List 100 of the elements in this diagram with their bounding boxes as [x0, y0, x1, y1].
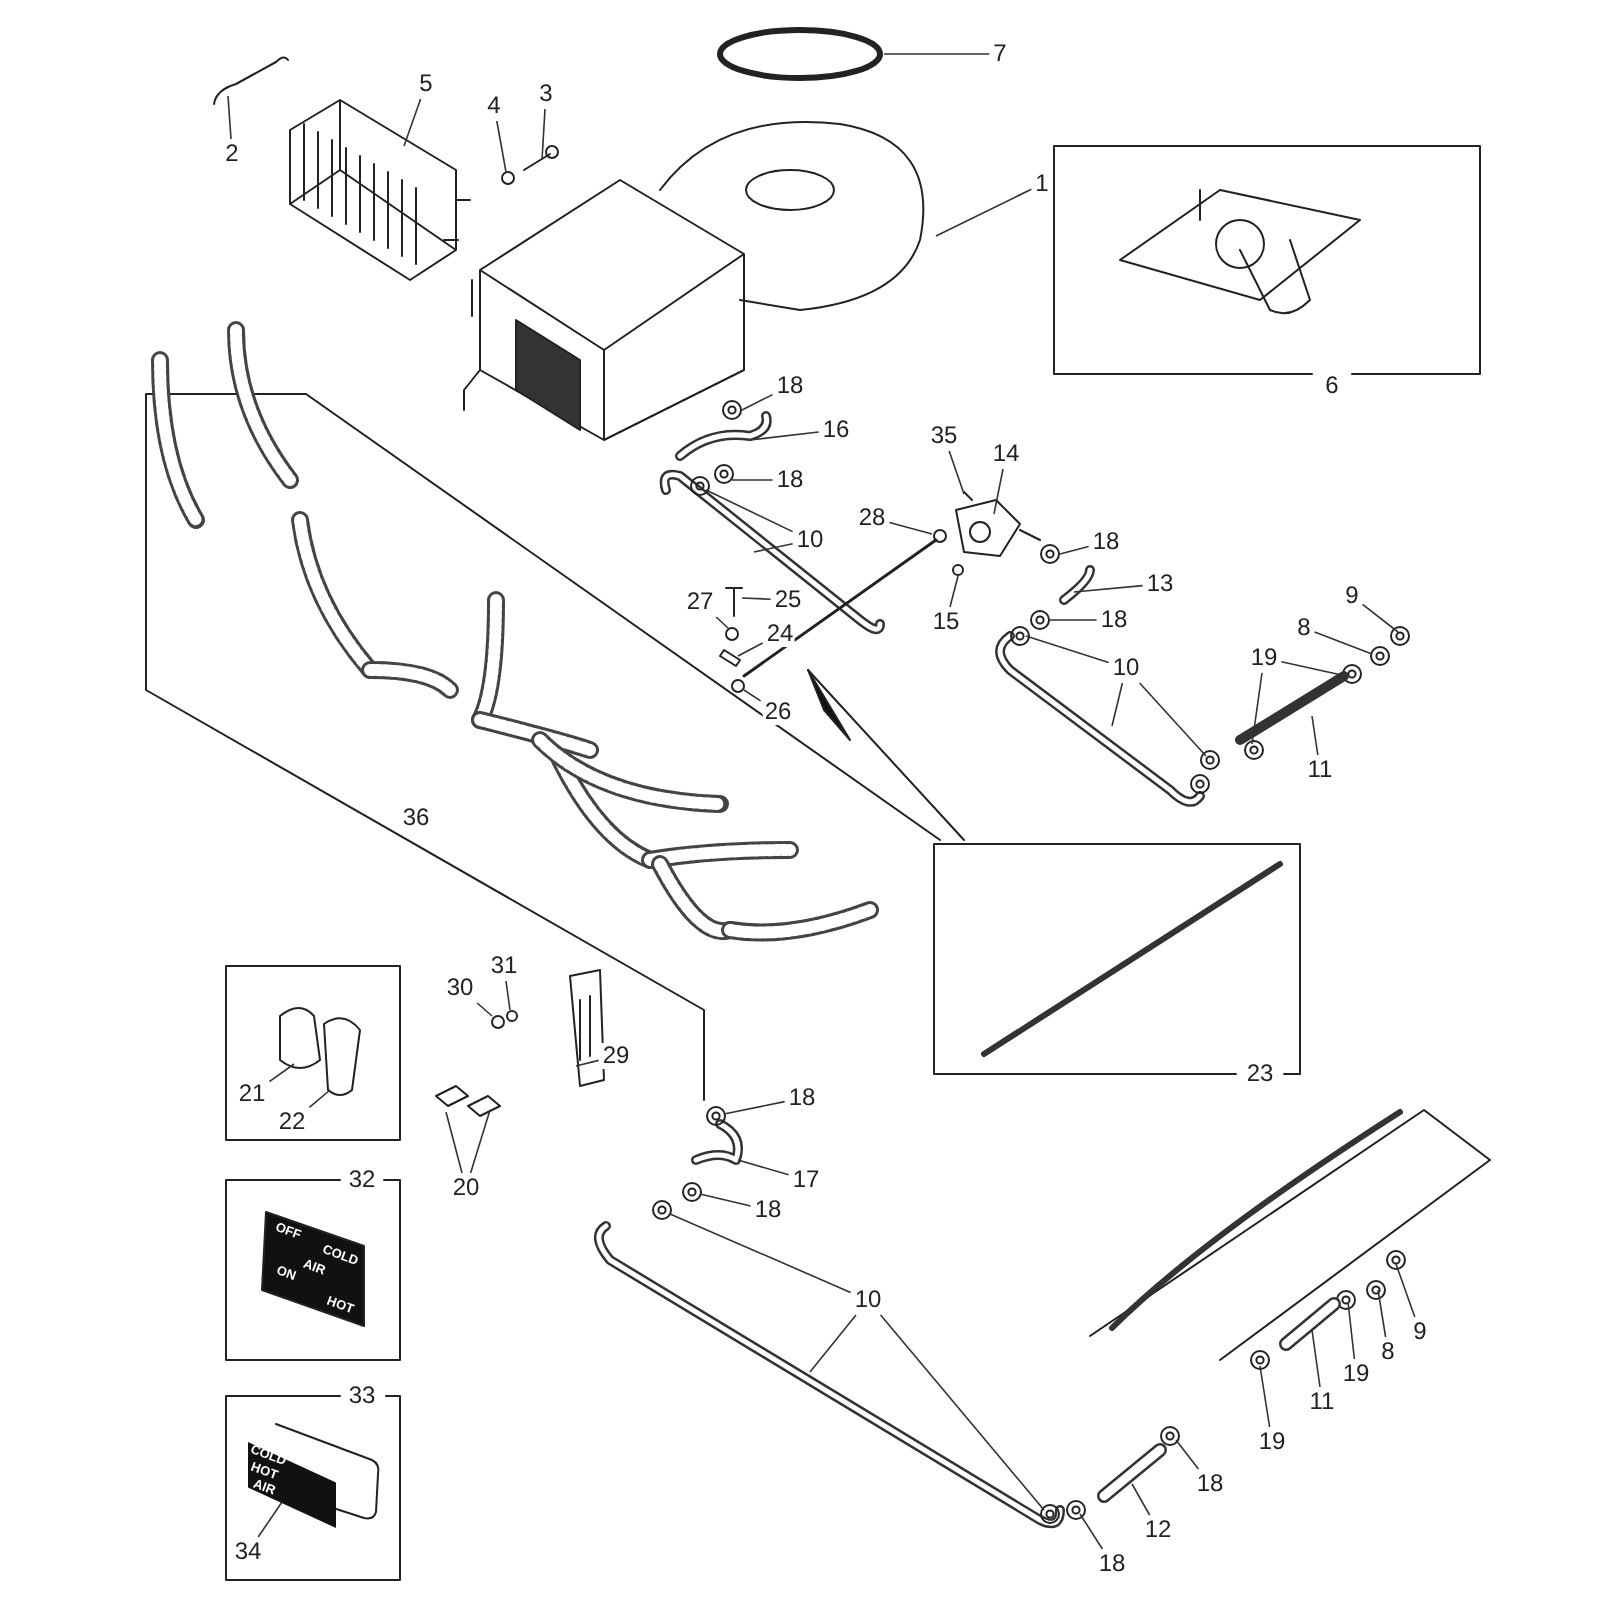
leader-line — [1073, 584, 1144, 593]
callout-number: 19 — [1256, 1429, 1288, 1455]
callout-number: 6 — [1323, 373, 1341, 399]
callout-number: 19 — [1248, 645, 1280, 671]
leader-line — [699, 1193, 752, 1207]
callout-number: 10 — [1110, 655, 1142, 681]
leader-line — [268, 1063, 295, 1083]
callout-number: 28 — [856, 505, 888, 531]
leader-line — [935, 188, 1033, 237]
callout-number: 18 — [1090, 529, 1122, 555]
leader-line — [1311, 1329, 1321, 1388]
leader-line — [1049, 619, 1098, 621]
callout-number: 19 — [1340, 1361, 1372, 1387]
leader-line — [1377, 1289, 1387, 1338]
callout-number: 29 — [600, 1043, 632, 1069]
callout-number: 33 — [346, 1383, 378, 1409]
leader-line — [888, 521, 933, 535]
leader-line — [731, 479, 774, 481]
leader-line — [445, 1111, 463, 1174]
callout-number: 10 — [852, 1287, 884, 1313]
leader-line — [1025, 635, 1110, 664]
leader-line — [948, 450, 965, 495]
leader-line — [743, 689, 762, 702]
callout-number: 12 — [1142, 1517, 1174, 1543]
leader-line — [476, 1002, 493, 1017]
callout-number: 26 — [762, 699, 794, 725]
callout-number: 4 — [485, 93, 503, 119]
leader-line — [1079, 1513, 1104, 1550]
leader-line — [1251, 672, 1263, 745]
leader-line — [1361, 603, 1399, 633]
callout-number: 18 — [774, 467, 806, 493]
callout-number: 11 — [1307, 1389, 1337, 1415]
callout-number: 18 — [786, 1085, 818, 1111]
leader-line — [1138, 682, 1207, 757]
callout-number: 10 — [794, 527, 826, 553]
callout-number: 1 — [1033, 171, 1051, 197]
leader-line — [723, 1100, 786, 1115]
callout-number: 16 — [820, 417, 852, 443]
callout-number: 13 — [1144, 571, 1176, 597]
callout-number: 25 — [772, 587, 804, 613]
leader-line — [1259, 1365, 1271, 1428]
leader-line — [257, 1501, 283, 1538]
leader-line — [308, 1089, 331, 1109]
leader-line — [403, 98, 422, 147]
callout-number: 32 — [346, 1167, 378, 1193]
leader-line — [749, 431, 820, 441]
leader-line — [809, 1314, 857, 1373]
callout-number: 18 — [1194, 1471, 1226, 1497]
callout-number: 34 — [232, 1539, 264, 1565]
callout-number: 27 — [684, 589, 716, 615]
leader-line — [949, 575, 959, 608]
leader-line — [741, 393, 774, 411]
label-plate — [248, 1442, 336, 1528]
callout-number: 31 — [488, 953, 520, 979]
callout-number: 18 — [774, 373, 806, 399]
callout-number: 3 — [537, 81, 555, 107]
callout-number: 20 — [450, 1175, 482, 1201]
callout-number: 35 — [928, 423, 960, 449]
leader-line — [496, 120, 507, 173]
callout-number: 8 — [1379, 1339, 1397, 1365]
leader-line — [1311, 715, 1319, 756]
leader-line — [715, 616, 729, 629]
callout-number: 11 — [1305, 757, 1335, 783]
leader-line — [1131, 1483, 1151, 1516]
leader-line — [1313, 631, 1373, 655]
callout-number: 15 — [930, 609, 962, 635]
callout-number: 21 — [236, 1081, 268, 1107]
callout-number: 18 — [752, 1197, 784, 1223]
leader-line — [1059, 545, 1090, 555]
leader-line — [993, 468, 1004, 515]
callout-number: 23 — [1244, 1061, 1276, 1087]
leader-line — [705, 489, 794, 533]
leader-line — [505, 980, 511, 1011]
leader-line — [227, 95, 232, 140]
leader-line — [669, 1213, 852, 1294]
leader-line — [1175, 1439, 1200, 1470]
leader-line — [741, 597, 772, 600]
callout-number: 18 — [1096, 1551, 1128, 1577]
leader-line — [541, 108, 546, 161]
leader-line — [753, 543, 794, 553]
leader-line — [469, 1109, 491, 1174]
callout-number: 7 — [991, 41, 1009, 67]
leader-line — [879, 1314, 1045, 1511]
callout-number: 8 — [1295, 615, 1313, 641]
leader-line — [737, 642, 764, 657]
callout-number: 17 — [790, 1167, 822, 1193]
callout-number: 18 — [1098, 607, 1130, 633]
callout-number: 14 — [990, 441, 1022, 467]
leader-line — [737, 1159, 790, 1176]
callout-number: 22 — [276, 1109, 308, 1135]
leader-line — [575, 1059, 600, 1067]
leader-line — [883, 53, 991, 55]
leader-line — [1395, 1263, 1416, 1318]
leader-line — [1111, 682, 1124, 727]
callout-number: 30 — [444, 975, 476, 1001]
callout-number: 9 — [1411, 1319, 1429, 1345]
callout-number: 24 — [764, 621, 796, 647]
leader-line — [1347, 1301, 1356, 1360]
callout-number: 2 — [223, 141, 241, 167]
callout-number: 5 — [417, 71, 435, 97]
